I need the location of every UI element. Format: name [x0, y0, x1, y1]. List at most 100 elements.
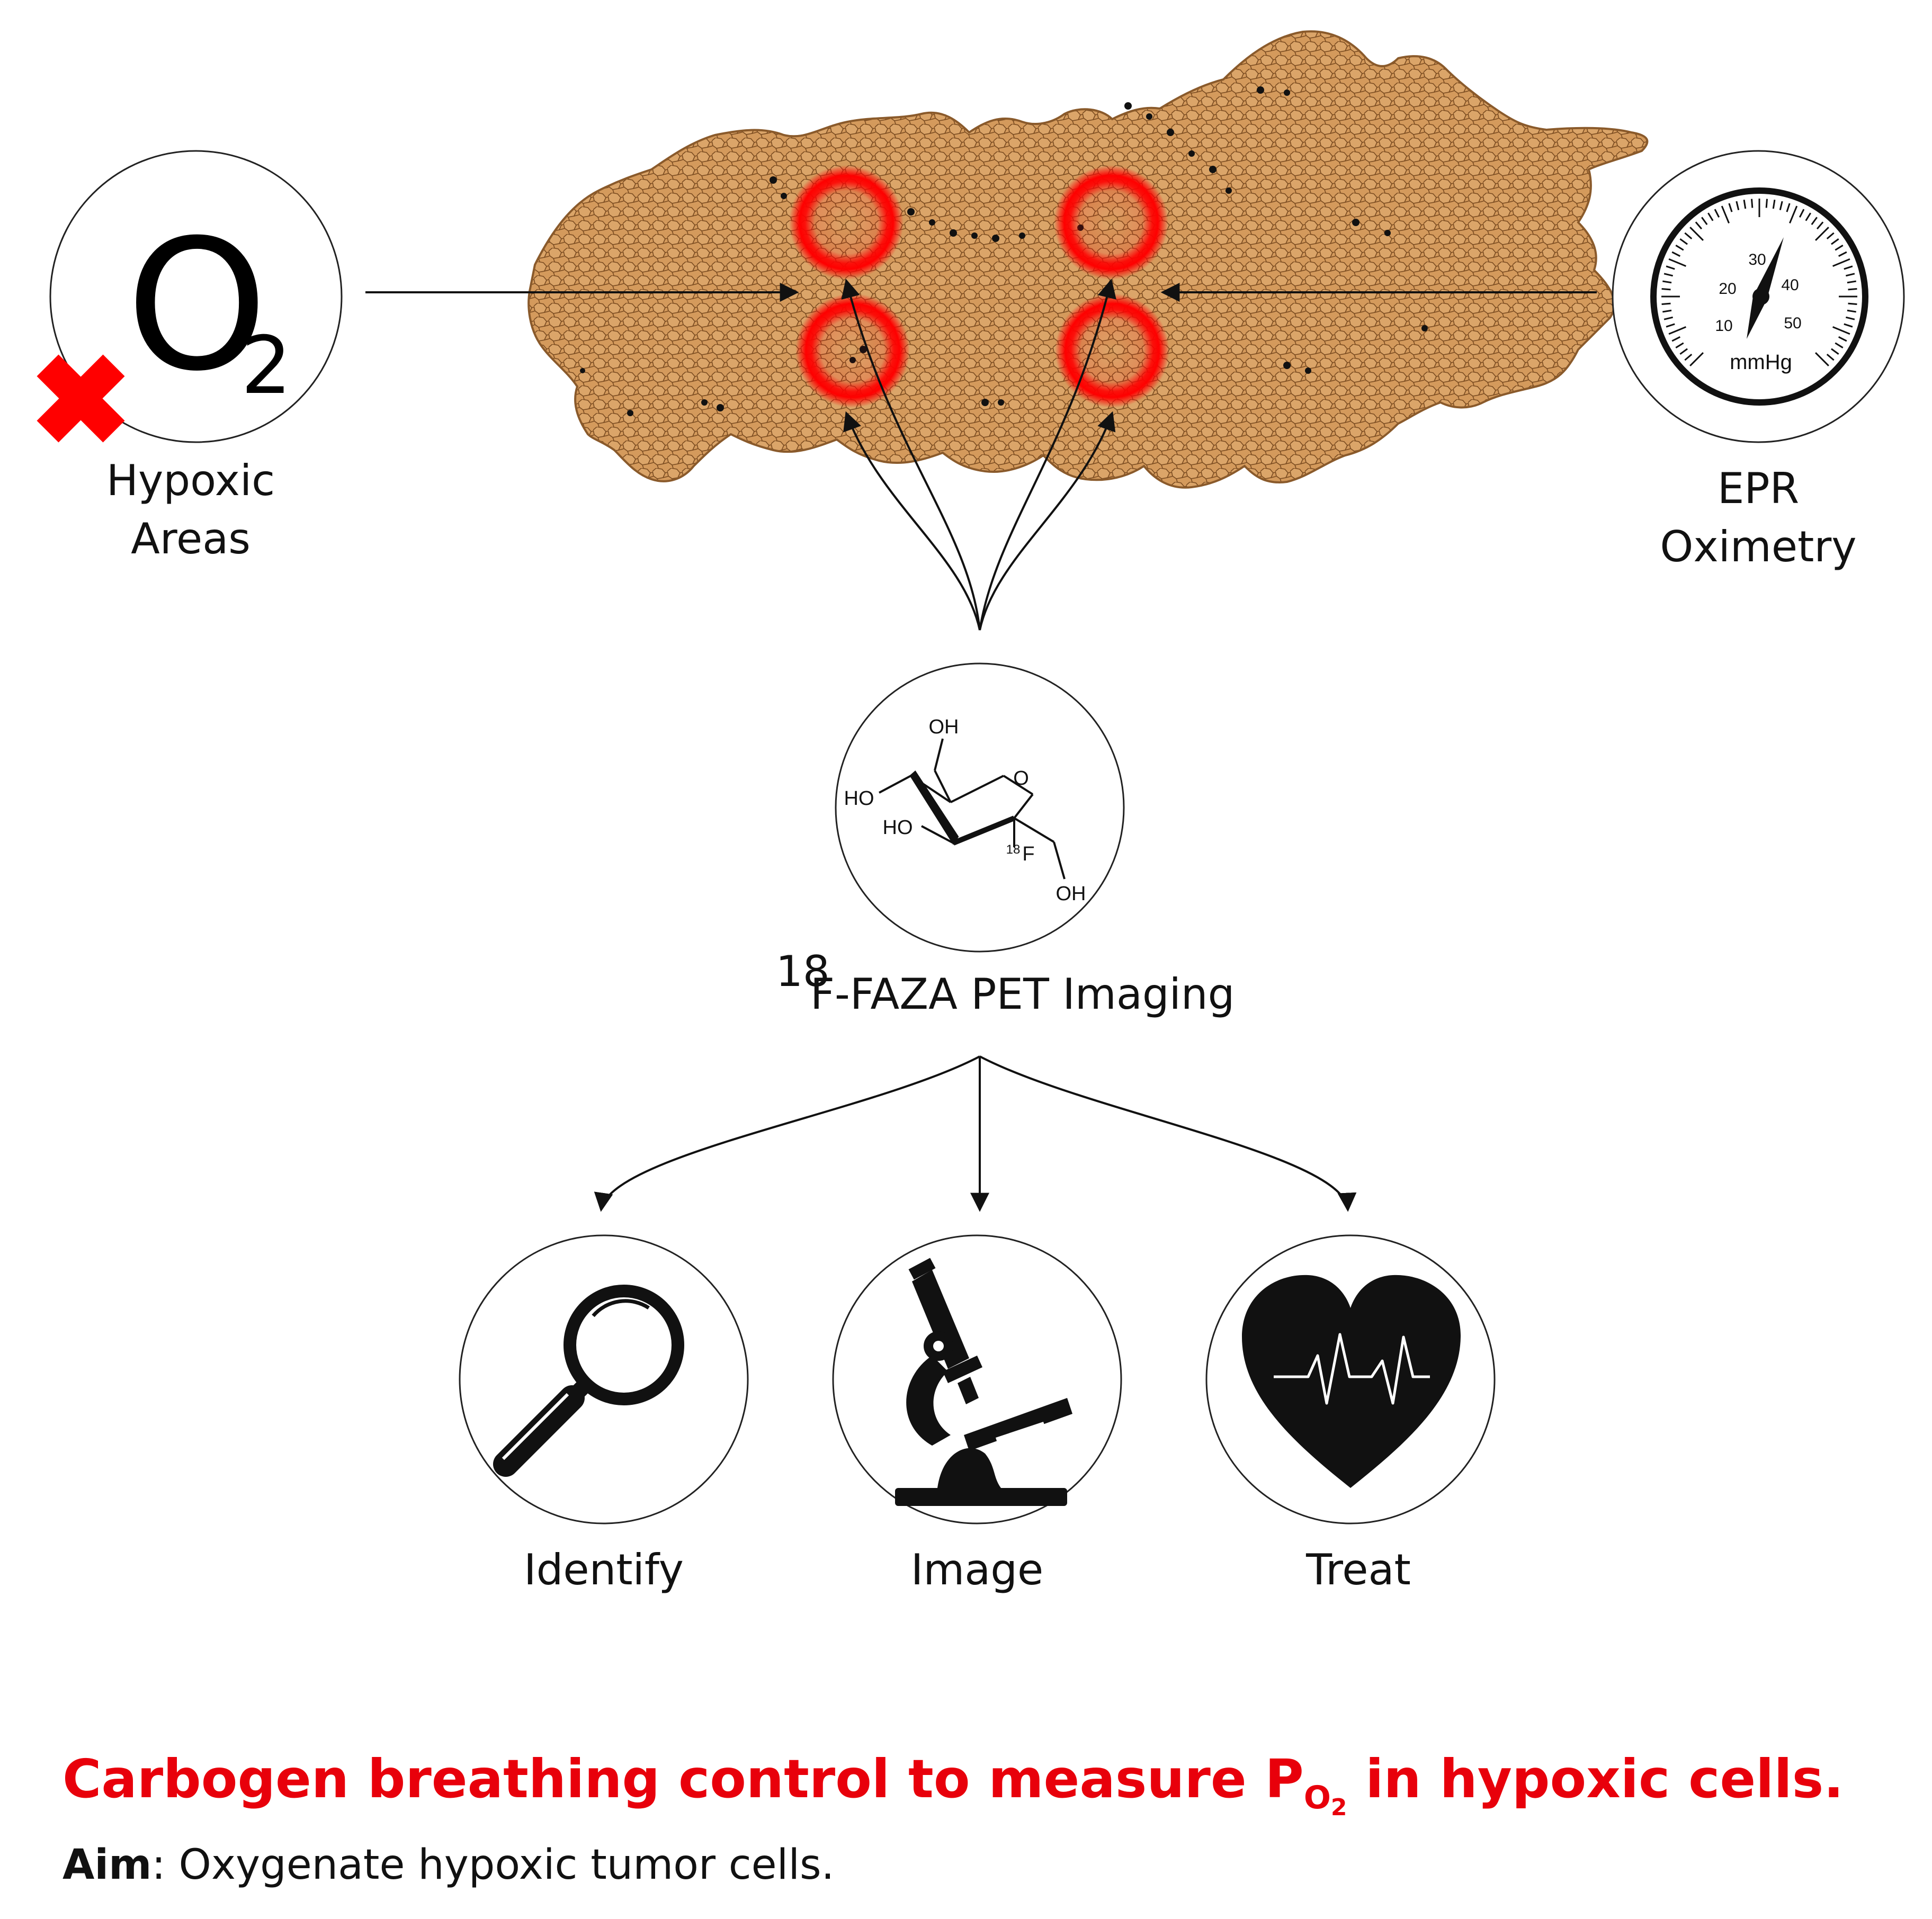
gauge-tick-mark [1779, 201, 1783, 210]
gauge-tick-mark [1661, 302, 1671, 306]
molecule-fluorine: F [1022, 843, 1034, 865]
gauge-tick-mark [1684, 353, 1693, 361]
gauge-tick-mark [1815, 352, 1829, 366]
epr-label-line2: Oximetry [1660, 522, 1856, 571]
summary-block: Carbogen breathing control to measure PO… [62, 1747, 1863, 1889]
gauge-tick-mark [1846, 273, 1855, 277]
gauge-tick-mark [1789, 205, 1798, 223]
gauge-tick-mark [1805, 212, 1811, 221]
gauge-tick-mark [1675, 245, 1684, 251]
epr-oximetry-node: 10 20 30 40 50 mmHg EPR Oximetry [1612, 150, 1905, 571]
hypoxic-areas-node: O 2 Hypoxic Areas [37, 150, 343, 563]
headline-sub: O2 [1303, 1779, 1347, 1821]
molecule-oh-bottom: OH [1056, 883, 1086, 905]
gauge-tick-30: 30 [1748, 251, 1766, 268]
headline-after: in hypoxic cells. [1347, 1748, 1844, 1810]
gauge-tick-mark [1707, 212, 1714, 221]
gauge-tick-mark [1721, 205, 1730, 223]
gauge-unit: mmHg [1730, 351, 1792, 374]
gauge-tick-mark [1675, 342, 1684, 348]
gauge-tick-mark [1695, 221, 1703, 230]
faza-label: F-FAZA PET Imaging [810, 970, 1235, 1019]
gauge-tick-mark [1838, 251, 1847, 257]
gauge-tick-mark [1689, 227, 1704, 241]
gauge-tick-40: 40 [1781, 276, 1799, 294]
pressure-gauge-icon: 10 20 30 40 50 mmHg [1650, 187, 1868, 406]
aim-text: : Oxygenate hypoxic tumor cells. [151, 1841, 835, 1889]
gauge-tick-mark [1835, 245, 1844, 251]
gauge-tick-50: 50 [1784, 315, 1801, 332]
microscope-icon [895, 1258, 1072, 1506]
gauge-tick-mark [1848, 302, 1857, 306]
magnifier-icon [493, 1285, 684, 1477]
gauge-tick-mark [1835, 342, 1844, 348]
headline-before: Carbogen breathing control to measure P [62, 1748, 1304, 1810]
aim-label: Aim [62, 1841, 152, 1889]
gauge-tick-mark [1728, 203, 1733, 212]
o2-subscript: 2 [241, 320, 291, 412]
aim-statement: Aim: Oxygenate hypoxic tumor cells. [62, 1841, 1863, 1889]
red-x-icon [37, 354, 125, 443]
gauge-tick-mark [1832, 326, 1850, 335]
gauge-tick-mark [1847, 280, 1856, 284]
gauge-tick-mark [1772, 200, 1776, 209]
gauge-tick-mark [1750, 199, 1754, 208]
gauge-tick-10: 10 [1715, 317, 1732, 335]
gauge-tick-mark [1662, 309, 1672, 313]
gauge-tick-mark [1816, 221, 1824, 230]
identify-label: Identify [524, 1545, 684, 1594]
image-label: Image [911, 1545, 1044, 1594]
hotspot-lower-right [1055, 293, 1169, 408]
gauge-tick-mark [1668, 326, 1686, 335]
gauge-tick-mark [1815, 227, 1829, 241]
hypoxic-label-line1: Hypoxic [106, 456, 275, 505]
headline: Carbogen breathing control to measure PO… [62, 1747, 1863, 1822]
epr-label-line1: EPR [1718, 464, 1799, 513]
molecule-ho-mid: HO [883, 817, 913, 839]
heart-ecg-icon [1242, 1275, 1461, 1488]
gauge-tick-mark [1844, 265, 1853, 270]
treat-label: Treat [1305, 1545, 1411, 1594]
gauge-tick-mark [1689, 352, 1704, 366]
gauge-tick-mark [1846, 316, 1855, 320]
gauge-tick-mark [1679, 348, 1688, 355]
faza-superscript: 18 [776, 947, 830, 996]
outcome-treat-node: Treat [1205, 1234, 1496, 1594]
gauge-tick-mark [1671, 336, 1680, 342]
gauge-tick-mark [1671, 251, 1680, 257]
gauge-tick-mark [1826, 232, 1835, 240]
gauge-tick-mark [1663, 316, 1673, 320]
gauge-tick-mark [1679, 238, 1688, 245]
outcome-image-node: Image [832, 1234, 1122, 1594]
gauge-tick-mark [1743, 200, 1747, 209]
hypoxic-label-line2: Areas [131, 514, 251, 563]
gauge-tick-mark [1832, 258, 1850, 267]
gauge-tick-mark [1668, 258, 1686, 267]
gauge-tick-mark [1765, 199, 1768, 208]
gauge-tick-mark [1838, 336, 1847, 342]
gauge-tick-mark [1831, 238, 1839, 245]
molecule-f-mass: 18 [1006, 842, 1021, 857]
o2-symbol: O [126, 201, 268, 411]
gauge-tick-mark [1831, 348, 1839, 355]
gauge-tick-mark [1666, 265, 1675, 270]
connector-arrows [365, 279, 1597, 1212]
gauge-needle [1747, 237, 1784, 339]
sugar-molecule-structure [879, 738, 1066, 880]
gauge-tick-mark [1714, 209, 1720, 218]
hotspot-upper-left [789, 165, 904, 280]
molecule-ho-left: HO [844, 787, 874, 810]
faza-tracer-node: OH HO HO O 18 F OH 18 F-FAZA PET Imaging [776, 662, 1235, 1019]
gauge-tick-mark [1684, 232, 1693, 240]
gauge-tick-mark [1736, 201, 1740, 210]
outcome-identify-node: Identify [459, 1234, 749, 1594]
gauge-tick-mark [1786, 203, 1791, 212]
gauge-tick-mark [1847, 309, 1856, 313]
gauge-tick-20: 20 [1719, 280, 1736, 298]
hotspot-lower-left [795, 293, 910, 408]
gauge-tick-mark [1844, 323, 1853, 328]
gauge-tick-mark [1826, 353, 1835, 361]
molecule-oh-top: OH [929, 716, 959, 738]
gauge-tick-mark [1701, 217, 1708, 225]
